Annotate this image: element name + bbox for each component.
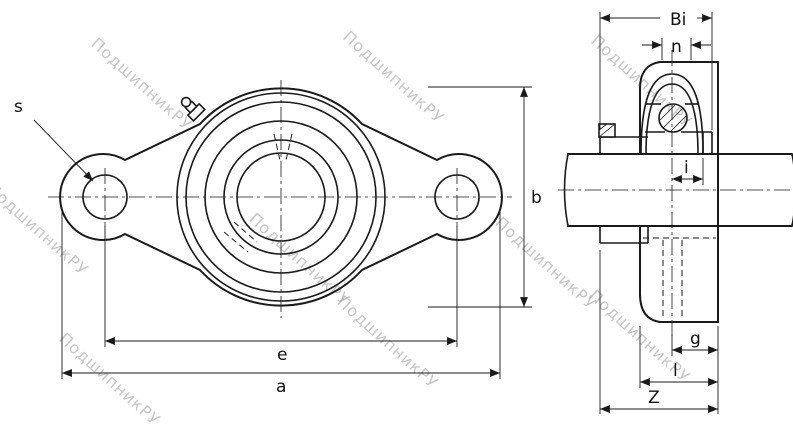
dim-a: a	[61, 212, 501, 397]
outer-ring-curve	[645, 83, 699, 155]
dim-l-label: l	[673, 361, 678, 381]
watermark-text: ПодшипникРУ	[333, 292, 442, 393]
flange-outline	[59, 87, 503, 307]
housing-seat-circle	[185, 101, 377, 293]
setscrew-hidden-lines	[223, 133, 293, 253]
dim-g-label: g	[690, 329, 701, 349]
spherical-seat-curve	[640, 73, 704, 155]
left-bolt-hole	[82, 174, 128, 220]
watermark-text: ПодшипникРУ	[491, 213, 600, 314]
dim-g: g	[671, 326, 719, 356]
dim-e: e	[104, 226, 458, 365]
dim-b-label: b	[531, 188, 542, 208]
watermark-text: ПодшипникРУ	[87, 34, 196, 135]
bearing-races	[645, 103, 713, 154]
dim-Z-label: Z	[648, 388, 660, 408]
bearing-ball	[658, 103, 688, 133]
outer-ring-circle	[204, 120, 358, 274]
hidden-hole-lines	[643, 237, 716, 318]
grease-nipple	[180, 96, 206, 122]
set-screw	[598, 123, 616, 138]
dim-Z: Z	[599, 250, 719, 414]
dim-Bi: Bi	[599, 10, 713, 130]
shaft	[563, 153, 793, 227]
front-view: s b e a	[14, 80, 542, 397]
dim-e-label: e	[277, 345, 287, 365]
dim-n-label: n	[671, 37, 682, 57]
dim-i: i	[672, 158, 704, 185]
dim-s: s	[14, 97, 94, 182]
dim-b: b	[428, 86, 542, 308]
dim-i-label: i	[684, 158, 689, 178]
watermark-text: ПодшипникРУ	[55, 329, 164, 430]
side-housing-outline	[639, 61, 719, 323]
right-bolt-hole	[434, 174, 480, 220]
shaft-bore-circle	[236, 152, 326, 242]
locking-collar	[598, 123, 649, 244]
watermark-text: ПодшипникРУ	[245, 209, 354, 310]
inner-ring-circle	[223, 139, 339, 255]
watermark-text: ПодшипникРУ	[339, 27, 448, 128]
dim-a-label: a	[276, 377, 286, 397]
dim-n: n	[642, 37, 711, 60]
housing-outer-circle	[176, 92, 386, 302]
dim-Bi-label: Bi	[670, 10, 686, 30]
dim-s-label: s	[14, 97, 23, 117]
watermark-layer: ПодшипникРУ ПодшипникРУ ПодшипникРУ Подш…	[0, 27, 696, 430]
dim-l: l	[639, 326, 719, 388]
watermark-text: ПодшипникРУ	[0, 179, 92, 280]
side-view: Bi n i g l	[558, 10, 793, 414]
